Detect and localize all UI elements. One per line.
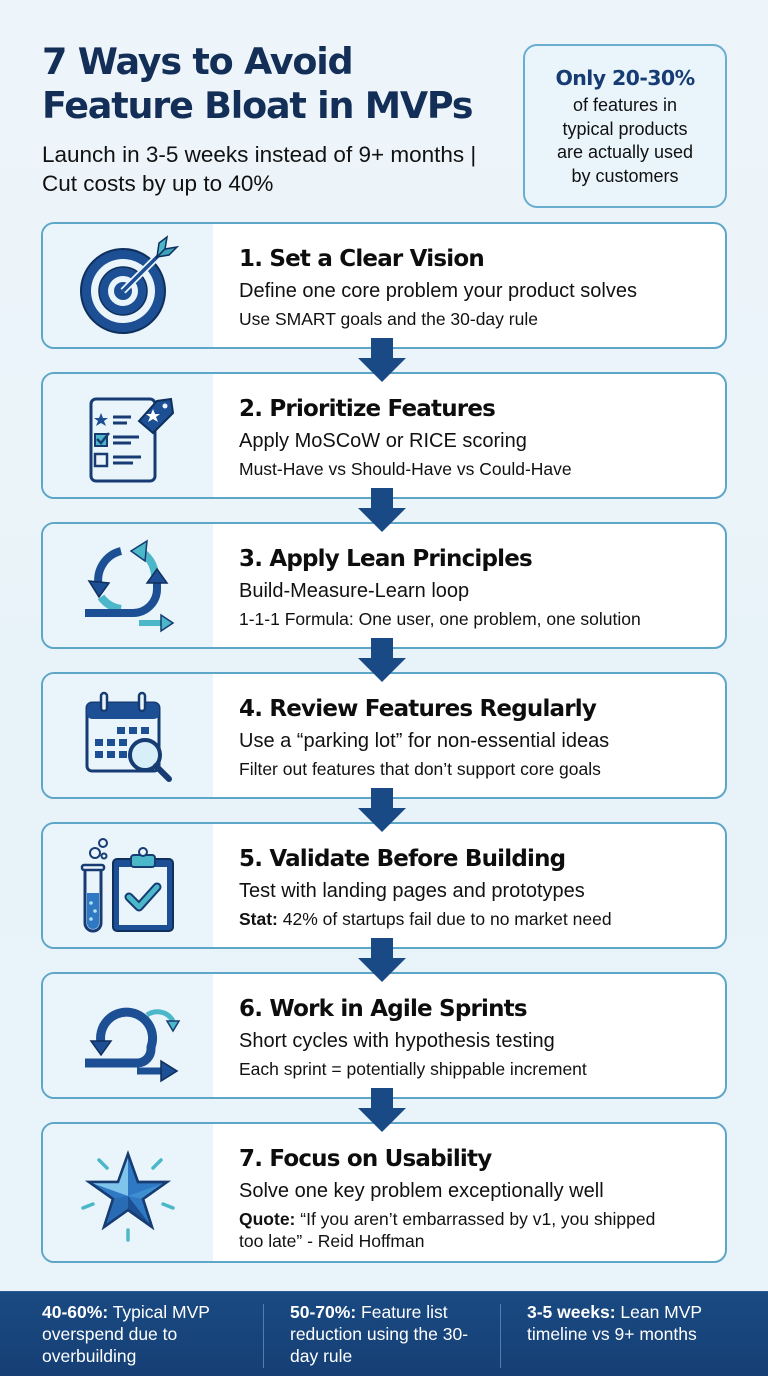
down-arrow-icon: [358, 338, 406, 382]
quote-label: Quote:: [239, 1209, 296, 1229]
calendar-search-icon: [85, 691, 172, 782]
stat-line: typical products: [562, 118, 688, 139]
footer-stat-label: 3-5 weeks:: [527, 1302, 616, 1322]
stat-highlight: Only 20-30%: [555, 66, 695, 90]
step-description: Define one core problem your product sol…: [239, 280, 637, 302]
page-subtitle: Launch in 3-5 weeks instead of 9+ months…: [42, 142, 477, 196]
step-heading: 6. Work in Agile Sprints: [239, 996, 528, 1022]
footer-stat: 50-70%: Feature list reduction using the…: [264, 1301, 500, 1376]
step-description: Apply MoSCoW or RICE scoring: [239, 430, 527, 452]
step-card-2: 2. Prioritize Features Apply MoSCoW or R…: [41, 372, 727, 499]
usage-stat-callout: Only 20-30% of features in typical produ…: [523, 44, 727, 208]
step-heading: 5. Validate Before Building: [239, 846, 566, 872]
step-card-7: 7. Focus on Usability Solve one key prob…: [41, 1122, 727, 1263]
down-arrow-icon: [358, 788, 406, 832]
footer-stat-text: Feature list reduction using the 30-day …: [290, 1302, 469, 1366]
quote-text: “If you aren’t embarrassed by v1, you sh…: [239, 1209, 656, 1251]
sprint-cycle-icon: [85, 1007, 181, 1082]
step-description: Test with landing pages and prototypes: [239, 880, 585, 902]
step-detail: Each sprint = potentially shippable incr…: [239, 1059, 587, 1079]
footer-stats-bar: 40-60%: Typical MVP overspend due to ove…: [0, 1291, 768, 1376]
stat-text: 42% of startups fail due to no market ne…: [277, 909, 612, 929]
footer-stat: 3-5 weeks: Lean MVP timeline vs 9+ month…: [501, 1301, 751, 1376]
shining-star-icon: [81, 1149, 175, 1242]
step-description: Build-Measure-Learn loop: [239, 580, 470, 602]
footer-divider: [263, 1304, 264, 1368]
step-heading: 2. Prioritize Features: [239, 396, 496, 422]
step-card-1: 1. Set a Clear Vision Define one core pr…: [41, 222, 727, 349]
step-detail: Use SMART goals and the 30-day rule: [239, 309, 538, 329]
step-detail: Stat: 42% of startups fail due to no mar…: [239, 908, 612, 930]
stat-line: are actually used: [556, 142, 694, 162]
footer-stat-label: 50-70%:: [290, 1302, 357, 1322]
step-detail: Must-Have vs Should-Have vs Could-Have: [239, 459, 572, 479]
stat-line: by customers: [571, 165, 679, 186]
footer-divider: [500, 1304, 501, 1368]
page-title: 7 Ways to Avoid Feature Bloat in MVPs: [42, 40, 474, 127]
down-arrow-icon: [358, 488, 406, 532]
step-description: Solve one key problem exceptionally well: [239, 1180, 604, 1202]
lean-loop-icon: [85, 539, 175, 632]
step-heading: 4. Review Features Regularly: [239, 696, 597, 722]
step-description: Use a “parking lot” for non-essential id…: [239, 730, 610, 752]
step-heading: 3. Apply Lean Principles: [239, 546, 533, 572]
prioritized-checklist-icon: [89, 397, 175, 482]
step-detail: Quote: “If you aren’t embarrassed by v1,…: [239, 1208, 679, 1252]
step-description: Short cycles with hypothesis testing: [239, 1030, 555, 1052]
step-card-6: 6. Work in Agile Sprints Short cycles wi…: [41, 972, 727, 1099]
stat-label: Stat:: [239, 909, 278, 929]
stat-line: of features in: [572, 95, 678, 115]
down-arrow-icon: [358, 1088, 406, 1132]
step-heading: 7. Focus on Usability: [239, 1146, 492, 1172]
footer-stat-text: Lean MVP timeline vs 9+ months: [527, 1302, 702, 1344]
footer-stat: 40-60%: Typical MVP overspend due to ove…: [0, 1301, 263, 1376]
footer-stat-label: 40-60%:: [42, 1302, 109, 1322]
step-heading: 1. Set a Clear Vision: [239, 246, 485, 272]
footer-stat-text: Typical MVP overspend due to overbuildin…: [42, 1302, 210, 1366]
step-card-5: 5. Validate Before Building Test with la…: [41, 822, 727, 949]
step-detail: Filter out features that don’t support c…: [239, 759, 601, 779]
down-arrow-icon: [358, 938, 406, 982]
step-card-4: 4. Review Features Regularly Use a “park…: [41, 672, 727, 799]
target-icon: [80, 234, 180, 334]
step-detail: 1-1-1 Formula: One user, one problem, on…: [239, 609, 641, 629]
test-tube-clipboard-icon: [80, 837, 174, 932]
step-card-3: 3. Apply Lean Principles Build-Measure-L…: [41, 522, 727, 649]
down-arrow-icon: [358, 638, 406, 682]
